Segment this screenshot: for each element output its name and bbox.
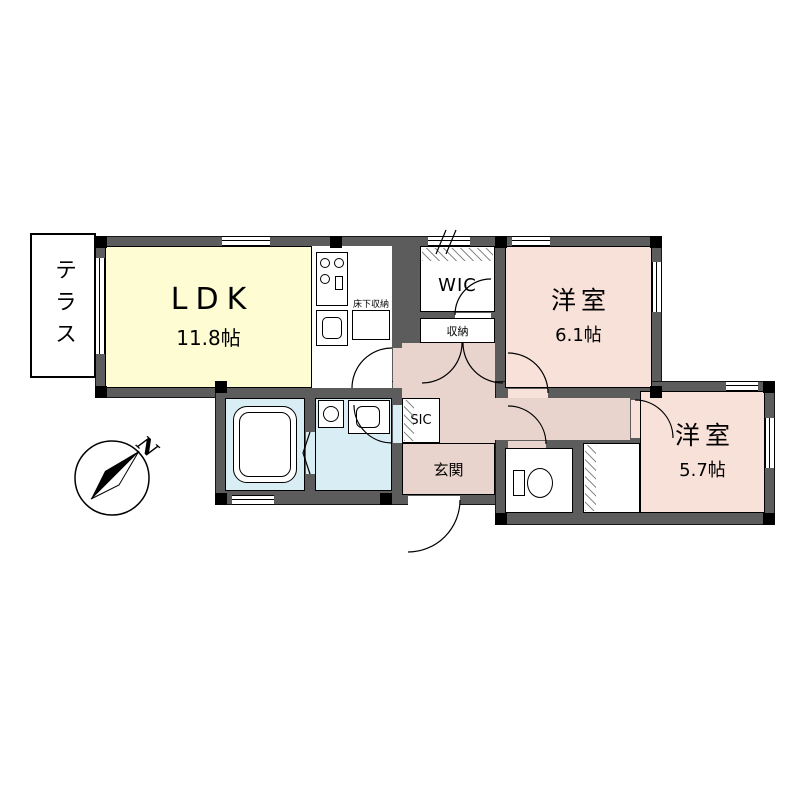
room-bedroom-b-label: 洋室 [674,421,735,451]
stove-grill-icon [335,276,343,290]
washbasin-bowl-icon [356,406,380,428]
room-entrance: 玄関 [402,443,495,495]
door-opening-bedroom-b [631,400,640,438]
room-sic-label: SIC [410,413,432,428]
door-opening-bedroom-a [508,389,548,398]
kitchen-sink-icon [322,317,342,339]
underfloor-storage-label: 床下収納 [352,300,389,310]
toilet-bowl-icon [527,468,553,498]
room-closet: 収納 [420,318,495,343]
room-bedroom-b-size: 5.7帖 [679,459,726,481]
door-opening-washroom [393,405,402,443]
pillar [330,236,342,248]
sic-shelf-hatch [404,400,414,441]
door-opening-bath [306,432,315,474]
stove-burner-icon [320,274,330,284]
pillar [495,236,507,248]
hallway-upper [402,343,495,398]
window-bedroom-a-right [652,262,662,312]
underfloor-storage-hatch-icon [352,310,390,340]
pillar [215,381,227,393]
hallway-mid [440,398,495,443]
room-ldk-label: LDK [170,282,255,317]
room-bedroom-a-size: 6.1帖 [555,324,602,346]
toilet-tank-icon [513,470,525,496]
wic-shelf-hatch [422,248,493,261]
stove-burner-icon [320,258,330,268]
room-bedroom-a: 洋室 6.1帖 [505,246,652,388]
window-bedroom-b-right [765,418,775,468]
room-ldk: LDK 11.8帖 [105,246,312,388]
door-arc-entrance [407,499,461,553]
pillar [95,386,107,398]
bathtub-icon [233,406,297,483]
bathtub-inner-icon [239,412,291,477]
pillar [763,513,775,525]
door-opening-toilet [508,441,546,448]
pillar [650,386,662,398]
pillar [763,381,775,393]
room-ldk-size: 11.8帖 [176,326,241,350]
window-bedroom-b-top [726,381,758,391]
room-terrace-label: テラス [51,257,76,354]
pillar [495,513,507,525]
room-bedroom-a-label: 洋室 [550,286,611,316]
hallway-east [495,398,630,440]
pillar [650,236,662,248]
window-wic-top [428,236,470,246]
pillar [95,236,107,248]
room-closet-label: 収納 [446,324,469,338]
window-terrace-door [95,258,105,354]
window-bedroom-a-top [512,236,550,246]
room-terrace: テラス [30,233,96,378]
door-opening-wic [455,313,491,318]
window-ldk-top [222,236,270,246]
room-entrance-label: 玄関 [433,460,464,479]
washer-drum-icon [323,406,339,422]
bedroom-b-closet-hatch [585,445,596,511]
room-wic-label: WIC [438,274,477,296]
room-bedroom-b: 洋室 5.7帖 [640,391,765,513]
door-opening-ldk [393,348,402,388]
window-bathroom-bottom [232,495,274,505]
door-opening-entrance [408,496,460,505]
pillar [215,493,227,505]
stove-burner-icon [334,258,344,268]
pillar [380,493,392,505]
compass-north-label: N [132,430,164,463]
